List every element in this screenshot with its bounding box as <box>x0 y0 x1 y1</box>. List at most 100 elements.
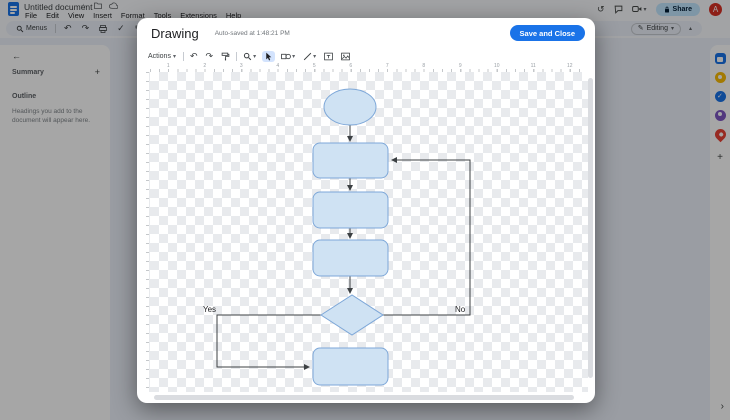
v-scroll-thumb[interactable] <box>588 78 593 378</box>
spellcheck-button[interactable]: ✓ <box>115 22 127 35</box>
chevron-up-icon: ▴ <box>688 26 692 32</box>
actions-menu-button[interactable]: Actions ▾ <box>145 53 179 60</box>
save-and-close-button[interactable]: Save and Close <box>509 25 585 41</box>
left-sidebar: ← Summary + Outline Headings you add to … <box>0 45 110 420</box>
redo-button[interactable]: ↷ <box>204 51 216 62</box>
menu-bar: File Edit View Insert Format Tools Extensions H… <box>25 11 241 20</box>
process-4[interactable] <box>312 347 389 386</box>
paint-roller-icon <box>221 52 230 61</box>
process-2[interactable] <box>312 191 389 229</box>
cloud-status-icon[interactable] <box>108 2 118 11</box>
menu-file[interactable]: File <box>25 11 38 20</box>
select-cursor-icon <box>266 52 272 61</box>
ruler-number: 10 <box>493 63 500 69</box>
chevron-down-icon: ▾ <box>253 54 257 60</box>
drawing-toolbar: Actions ▾ ↶ ↷ ▾ ▾ ▾ <box>145 49 587 64</box>
h-scroll-thumb[interactable] <box>154 395 574 400</box>
back-arrow-icon: ← <box>12 51 21 61</box>
insert-image-button[interactable] <box>339 51 352 62</box>
close-sidebar-button[interactable]: ← <box>12 51 21 61</box>
redo-icon: ↷ <box>81 23 90 33</box>
outline-label: Outline <box>12 93 37 100</box>
tasks-icon[interactable] <box>714 91 726 102</box>
docs-logo-icon[interactable] <box>8 2 19 16</box>
toolbar-divider <box>236 52 238 61</box>
redo-button[interactable]: ↷ <box>80 22 92 35</box>
expand-corner-icon[interactable]: › <box>720 401 724 412</box>
print-button[interactable] <box>97 22 109 35</box>
comments-icon[interactable] <box>614 5 623 14</box>
calendar-icon[interactable] <box>714 53 726 64</box>
ruler-number: 6 <box>349 63 353 69</box>
menu-insert[interactable]: Insert <box>93 11 112 20</box>
horizontal-scrollbar[interactable] <box>150 395 588 400</box>
pencil-icon: ✎ <box>637 25 644 32</box>
undo-button[interactable]: ↶ <box>62 22 74 35</box>
process-1[interactable] <box>312 142 389 179</box>
select-tool-button[interactable] <box>262 51 276 62</box>
menu-edit[interactable]: Edit <box>46 11 60 20</box>
start-ellipse[interactable] <box>323 88 377 126</box>
ruler-number: 3 <box>239 63 243 69</box>
menu-view[interactable]: View <box>68 11 85 20</box>
undo-icon: ↶ <box>64 23 72 33</box>
top-right-actions: ↺ ▾ Share A <box>597 1 722 17</box>
process-3[interactable] <box>312 239 389 277</box>
star-icon[interactable]: ☆ <box>80 2 87 11</box>
add-addon-button[interactable]: + <box>717 152 723 163</box>
version-history-icon[interactable]: ↺ <box>596 3 605 14</box>
zoom-tool-button[interactable]: ▾ <box>241 51 258 62</box>
add-summary-button[interactable]: + <box>95 67 100 77</box>
meet-icon[interactable]: ▾ <box>631 5 647 13</box>
keep-icon[interactable] <box>714 72 726 83</box>
line-icon <box>303 52 312 61</box>
toolbar-divider <box>182 52 184 61</box>
menu-extensions[interactable]: Extensions <box>180 11 217 20</box>
document-title[interactable]: Untitled document <box>24 2 93 12</box>
ruler-number: 7 <box>385 63 389 69</box>
ruler-number: 1 <box>166 63 170 69</box>
title-icons: ☆ <box>80 2 118 11</box>
connector-yes[interactable] <box>216 314 321 370</box>
side-panel-rail: + <box>710 45 730 420</box>
hide-menus-button[interactable]: ▴ <box>687 22 694 35</box>
connector-no[interactable] <box>383 157 471 316</box>
lock-icon <box>664 6 669 12</box>
connector-label-no: No <box>455 305 466 314</box>
text-box-icon <box>324 52 333 61</box>
actions-label: Actions <box>148 53 171 60</box>
ruler-number: 5 <box>312 63 316 69</box>
outline-hint-text: Headings you add to the document will ap… <box>12 108 91 125</box>
line-tool-button[interactable]: ▾ <box>301 51 318 62</box>
chevron-down-icon: ▾ <box>670 26 674 32</box>
drawing-dialog: Drawing Auto-saved at 1:48:21 PM Save an… <box>137 18 595 403</box>
chevron-down-icon: ▾ <box>292 54 296 60</box>
move-folder-icon[interactable] <box>93 2 102 11</box>
editing-mode-button[interactable]: ✎ Editing ▾ <box>630 22 681 35</box>
search-icon <box>16 25 24 32</box>
text-box-button[interactable] <box>322 51 335 62</box>
share-button[interactable]: Share <box>655 2 700 16</box>
menus-search-button[interactable]: Menus <box>14 22 49 35</box>
decision-diamond[interactable] <box>320 294 384 336</box>
vertical-scrollbar[interactable] <box>588 72 593 392</box>
autosave-status: Auto-saved at 1:48:21 PM <box>214 29 290 37</box>
summary-section: Summary + <box>12 67 100 77</box>
menu-format[interactable]: Format <box>120 11 145 20</box>
contacts-icon[interactable] <box>714 110 726 121</box>
menu-tools[interactable]: Tools <box>153 11 172 20</box>
undo-button[interactable]: ↶ <box>188 51 200 62</box>
paint-format-button[interactable] <box>219 51 232 62</box>
chevron-down-icon: ▾ <box>313 54 317 60</box>
plus-icon: + <box>94 67 100 77</box>
menu-help[interactable]: Help <box>225 11 242 20</box>
drawing-dialog-header: Drawing Auto-saved at 1:48:21 PM Save an… <box>137 18 595 48</box>
menus-label: Menus <box>26 25 48 32</box>
image-icon <box>341 52 350 61</box>
shape-tool-button[interactable]: ▾ <box>279 51 297 62</box>
chevron-down-icon: ▾ <box>172 54 176 60</box>
avatar[interactable]: A <box>709 2 722 16</box>
